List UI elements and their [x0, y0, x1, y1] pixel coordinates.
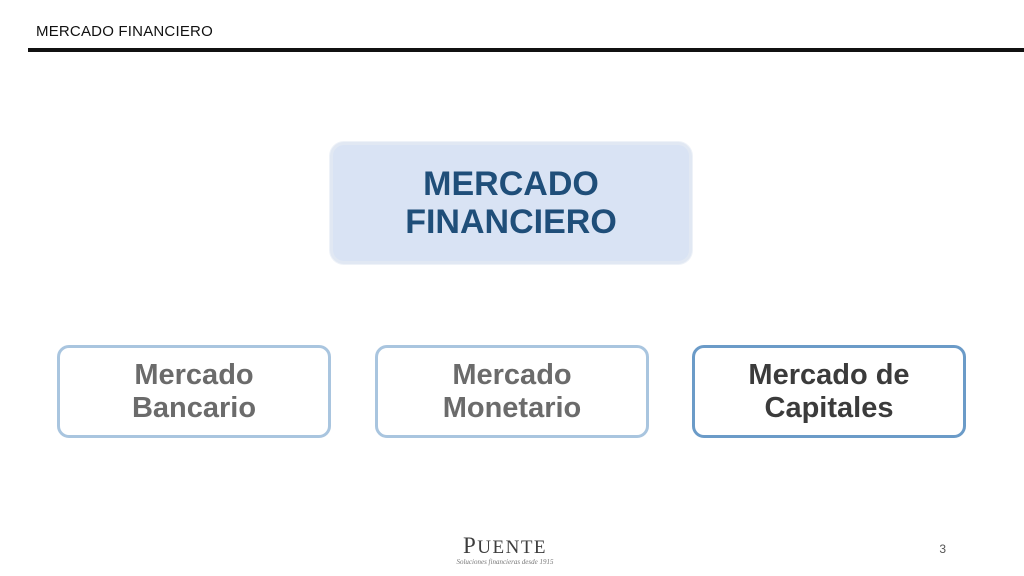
child-node-mercado-monetario: Mercado Monetario [375, 345, 649, 438]
child-node-line-1: Mercado [452, 358, 572, 391]
child-node-label: Mercado Bancario [132, 359, 256, 425]
header-divider [28, 48, 1024, 52]
page-number: 3 [939, 542, 946, 556]
slide-header-title: MERCADO FINANCIERO [36, 23, 213, 40]
logo-initial: P [462, 533, 478, 558]
logo-wordmark: PUENTE [450, 533, 560, 558]
root-node-line-2: FINANCIERO [405, 203, 617, 241]
child-node-mercado-de-capitales: Mercado de Capitales [692, 345, 966, 438]
child-node-line-2: Bancario [131, 391, 257, 424]
child-node-line-1: Mercado [134, 358, 254, 391]
child-node-line-2: Capitales [764, 391, 894, 424]
child-node-line-1: Mercado de [748, 358, 910, 391]
root-node-mercado-financiero: MERCADO FINANCIERO [330, 142, 692, 264]
child-node-label: Mercado Monetario [443, 359, 582, 425]
root-node-line-1: MERCADO [423, 165, 599, 203]
logo-rest: UENTE [477, 537, 548, 558]
child-node-line-2: Monetario [442, 391, 582, 424]
child-node-mercado-bancario: Mercado Bancario [57, 345, 331, 438]
child-node-label: Mercado de Capitales [748, 359, 909, 425]
root-node-label: MERCADO FINANCIERO [405, 165, 617, 241]
puente-logo: PUENTE Soluciones financieras desde 1915 [450, 533, 560, 570]
logo-tagline: Soluciones financieras desde 1915 [456, 558, 554, 566]
